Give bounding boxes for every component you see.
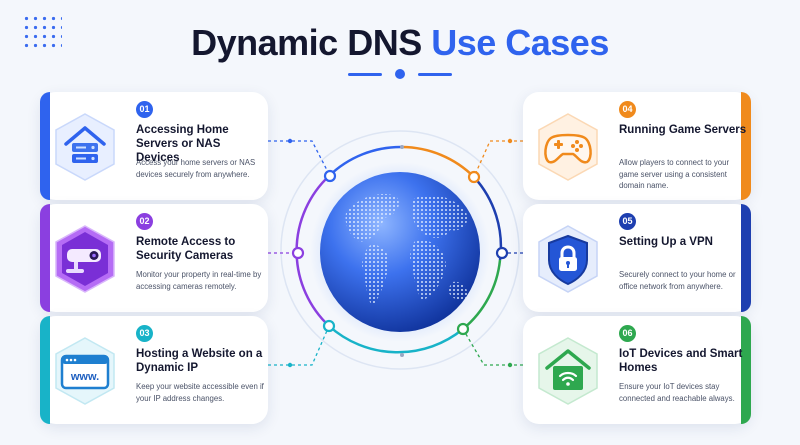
card-title: Hosting a Website on a Dynamic IP [136, 348, 263, 374]
gamepad-icon [531, 110, 605, 184]
www-browser-icon: www. [48, 334, 122, 408]
page-title: Dynamic DNS Use Cases [0, 22, 800, 64]
card-description: Keep your website accessible even if you… [136, 382, 264, 403]
card-hosting-website: www. 03 Hosting a Website on a Dynamic I… [40, 316, 268, 424]
card-iot-smart-homes: 06 IoT Devices and Smart Homes Ensure yo… [523, 316, 751, 424]
ring-node-06 [456, 322, 470, 336]
connector-dot-03 [287, 362, 293, 368]
ring-node-03 [322, 319, 336, 333]
title-accent: Use Cases [431, 22, 609, 63]
card-accent-stripe [40, 204, 50, 312]
card-title: IoT Devices and Smart Homes [619, 348, 743, 374]
title-underline-left [348, 73, 382, 76]
connector-06 [462, 328, 523, 366]
connector-dot-04 [507, 138, 513, 144]
card-description: Access your home servers or NAS devices … [136, 158, 256, 179]
ring-node-01 [323, 169, 337, 183]
card-vpn: 05 Setting Up a VPN Securely connect to … [523, 204, 751, 312]
title-main: Dynamic DNS [191, 22, 422, 63]
card-number: 02 [136, 213, 153, 230]
card-security-cameras: 02 Remote Access to Security Cameras Mon… [40, 204, 268, 312]
connector-01 [268, 140, 331, 177]
card-title: Running Game Servers [619, 124, 747, 136]
ring-tick-bottom [400, 353, 404, 357]
card-number: 03 [136, 325, 153, 342]
ring-node-02 [291, 246, 305, 260]
shield-lock-icon [531, 222, 605, 296]
connector-03 [268, 325, 330, 366]
ring-node-05 [495, 246, 509, 260]
card-accent-stripe [741, 204, 751, 312]
home-server-icon [48, 110, 122, 184]
card-game-servers: 04 Running Game Servers Allow players to… [523, 92, 751, 200]
card-description: Securely connect to your home or office … [619, 270, 736, 291]
ring-arc-orange [401, 145, 475, 178]
ring-node-04 [467, 170, 481, 184]
title-underline-dot [395, 69, 405, 79]
connector-dot-01 [287, 138, 293, 144]
card-accent-stripe [40, 316, 50, 424]
card-accent-stripe [741, 92, 751, 200]
card-number: 04 [619, 101, 636, 118]
security-camera-icon [48, 222, 122, 296]
card-accent-stripe [40, 92, 50, 200]
ring-arc-blue [328, 145, 403, 177]
globe-continents [345, 193, 468, 306]
card-number: 06 [619, 325, 636, 342]
globe-icon [320, 172, 480, 332]
card-title: Accessing Home Servers or NAS Devices [136, 124, 229, 164]
svg-text:www.: www. [70, 371, 99, 383]
connector-dot-06 [507, 362, 513, 368]
outer-ring [280, 130, 520, 370]
ring-arc-green [462, 259, 502, 330]
card-description: Ensure your IoT devices stay connected a… [619, 382, 735, 403]
card-title: Remote Access to Security Cameras [136, 236, 236, 262]
ring-arc-teal [328, 325, 464, 354]
card-number: 05 [619, 213, 636, 230]
card-accent-stripe [741, 316, 751, 424]
card-title: Setting Up a VPN [619, 236, 713, 248]
smart-home-icon [531, 334, 605, 408]
ring-tick-top [400, 145, 404, 149]
card-number: 01 [136, 101, 153, 118]
card-description: Allow players to connect to your game se… [619, 158, 730, 190]
card-description: Monitor your property in real-time by ac… [136, 270, 262, 291]
decorative-dot-grid [22, 14, 62, 48]
title-underline-right [418, 73, 452, 76]
connector-04 [473, 140, 523, 178]
card-home-servers: 01 Accessing Home Servers or NAS Devices… [40, 92, 268, 200]
